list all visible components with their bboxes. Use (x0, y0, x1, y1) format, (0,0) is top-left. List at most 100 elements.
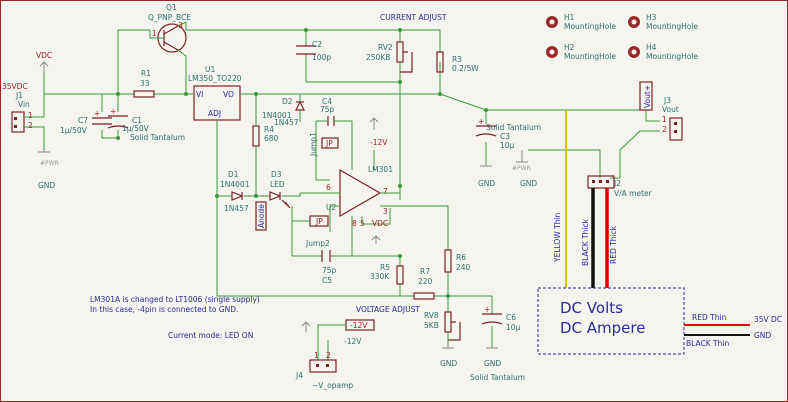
j3-pin2: 2 (662, 125, 667, 134)
h1-value: MountingHole (564, 22, 616, 31)
j2-ref: J2 (613, 179, 621, 188)
c6-value: 10µ (506, 323, 521, 332)
j1-pin1: 1 (28, 111, 33, 120)
vout-flag-box (639, 81, 653, 111)
anode-label: Anode (257, 204, 266, 228)
d2-alt: 1N457 (274, 118, 299, 127)
j1-pin2: 2 (28, 121, 33, 130)
j3-ref: J3 (663, 96, 671, 105)
j4-connector (309, 359, 337, 373)
u2-pin3: 3 (383, 207, 388, 216)
d1-ref: D1 (228, 170, 239, 179)
notes: LM301A is changed to LT1006 (single supp… (90, 295, 260, 340)
rv8-ref: RV8 (424, 311, 439, 320)
r7-resistor (413, 292, 435, 300)
j4-pin2: 2 (326, 351, 331, 360)
neg12v-label-j4: -12V (344, 337, 362, 346)
rv8-potentiometer (444, 311, 452, 333)
h2-value: MountingHole (564, 52, 616, 61)
rv8-value: 5KB (424, 321, 439, 330)
r7-value: 220 (418, 277, 433, 286)
u2-value: LM301 (368, 165, 393, 174)
d2-ref: D2 (282, 97, 293, 106)
svg-text:+: + (110, 107, 116, 116)
c2-ref: C2 (312, 40, 322, 49)
meter-line2: DC Ampere (560, 319, 645, 337)
u1-adj-pin: ADJ (208, 109, 221, 118)
yellow-thin-label: YELLOW Thin (553, 212, 562, 263)
j1-value: Vin (18, 100, 30, 109)
q1-ref: Q1 (166, 3, 177, 12)
c6-type: Solid Tantalum (470, 373, 525, 382)
r1-value: 33 (140, 79, 150, 88)
d2-diode (295, 100, 305, 111)
note-current-mode: Current mode: LED ON (168, 331, 253, 340)
r6-resistor (444, 249, 452, 273)
vdc-left-label: 35VDC (2, 82, 28, 91)
out-35v-label: 35V DC (754, 315, 782, 324)
u2-opamp-group: LM301 U2 6 7 3 8 5 (300, 148, 440, 256)
j2-connector (587, 175, 615, 189)
svg-text:1: 1 (152, 29, 157, 38)
meter-box (537, 287, 685, 355)
black-thin-label: BLACK Thin (686, 339, 729, 348)
u2-opamp (339, 168, 382, 218)
h4-ref: H4 (646, 43, 657, 52)
note-line2: In this case, -4pin is connected to GND. (90, 305, 238, 314)
neg12v-flag-u2: -12V (369, 117, 388, 170)
red-thick-label: RED Thick (609, 225, 618, 264)
c5-r5-section: 75p C5 R5 330K R7 220 (216, 198, 450, 300)
r5-value: 330K (370, 272, 390, 281)
c4-value: 75p (320, 105, 335, 114)
c5-capacitor (321, 250, 331, 262)
d2-value: 1N4001 (262, 111, 292, 120)
r3-ref: R3 (452, 55, 462, 64)
j3-pin1: 1 (662, 115, 667, 124)
r3-value: 0.2/5W (452, 64, 479, 73)
h1-ref: H1 (564, 13, 575, 22)
d3-led (269, 191, 282, 201)
d1-alt: 1N457 (224, 204, 249, 213)
j1-connector (11, 111, 25, 133)
u1-vi-pin: VI (196, 90, 203, 99)
c4-capacitor (327, 116, 335, 126)
r6-value: 240 (456, 263, 471, 272)
gnd-label-c6: GND (484, 359, 501, 368)
c7-capacitor (92, 117, 112, 125)
svg-text:3: 3 (178, 21, 183, 30)
r4-value: 680 (264, 134, 279, 143)
r5-resistor (396, 265, 404, 285)
rv2-ref: RV2 (378, 43, 393, 52)
jp2-label: JP (315, 217, 323, 226)
gnd-label-c3: GND (478, 179, 495, 188)
c2-value: 100p (312, 53, 331, 62)
svg-text:#PWR: #PWR (40, 160, 59, 167)
j2-value: V/A meter (614, 189, 653, 198)
r1-ref: R1 (141, 69, 151, 78)
c3-capacitor (475, 125, 497, 137)
d3-value: LED (270, 180, 285, 189)
r5-ref: R5 (380, 263, 390, 272)
svg-text:+: + (478, 117, 484, 126)
c5-ref: C5 (322, 276, 332, 285)
c7-value: 1µ/50V (60, 126, 88, 135)
r4-resistor (252, 125, 260, 147)
h4-value: MountingHole (646, 52, 698, 61)
gnd-label-rv8: GND (440, 359, 457, 368)
j4-value: ~V_opamp (312, 381, 353, 390)
h3-value: MountingHole (646, 22, 698, 31)
diode-led-section: D1 1N4001 1N457 D3 LED Anode (217, 170, 301, 231)
c7-ref: C7 (78, 116, 88, 125)
d1-diode (231, 191, 244, 201)
out-gnd-label: GND (754, 331, 771, 340)
c3-value: 10µ (500, 141, 515, 150)
c6-capacitor (481, 313, 503, 325)
input-section: 35VDC VDC J1 Vin 1 2 #PWR GND R1 33 C7 1… (2, 30, 186, 190)
jp1-jumper[interactable] (321, 137, 339, 149)
j3-connector (669, 117, 683, 141)
h3-ref: H3 (646, 13, 657, 22)
neg12v-u2-label: -12V (370, 138, 388, 147)
gnd-label-left: GND (38, 181, 55, 190)
output-section: + Solid Tantalum C3 10µ GND Vout+ J3 Vou… (439, 81, 782, 355)
